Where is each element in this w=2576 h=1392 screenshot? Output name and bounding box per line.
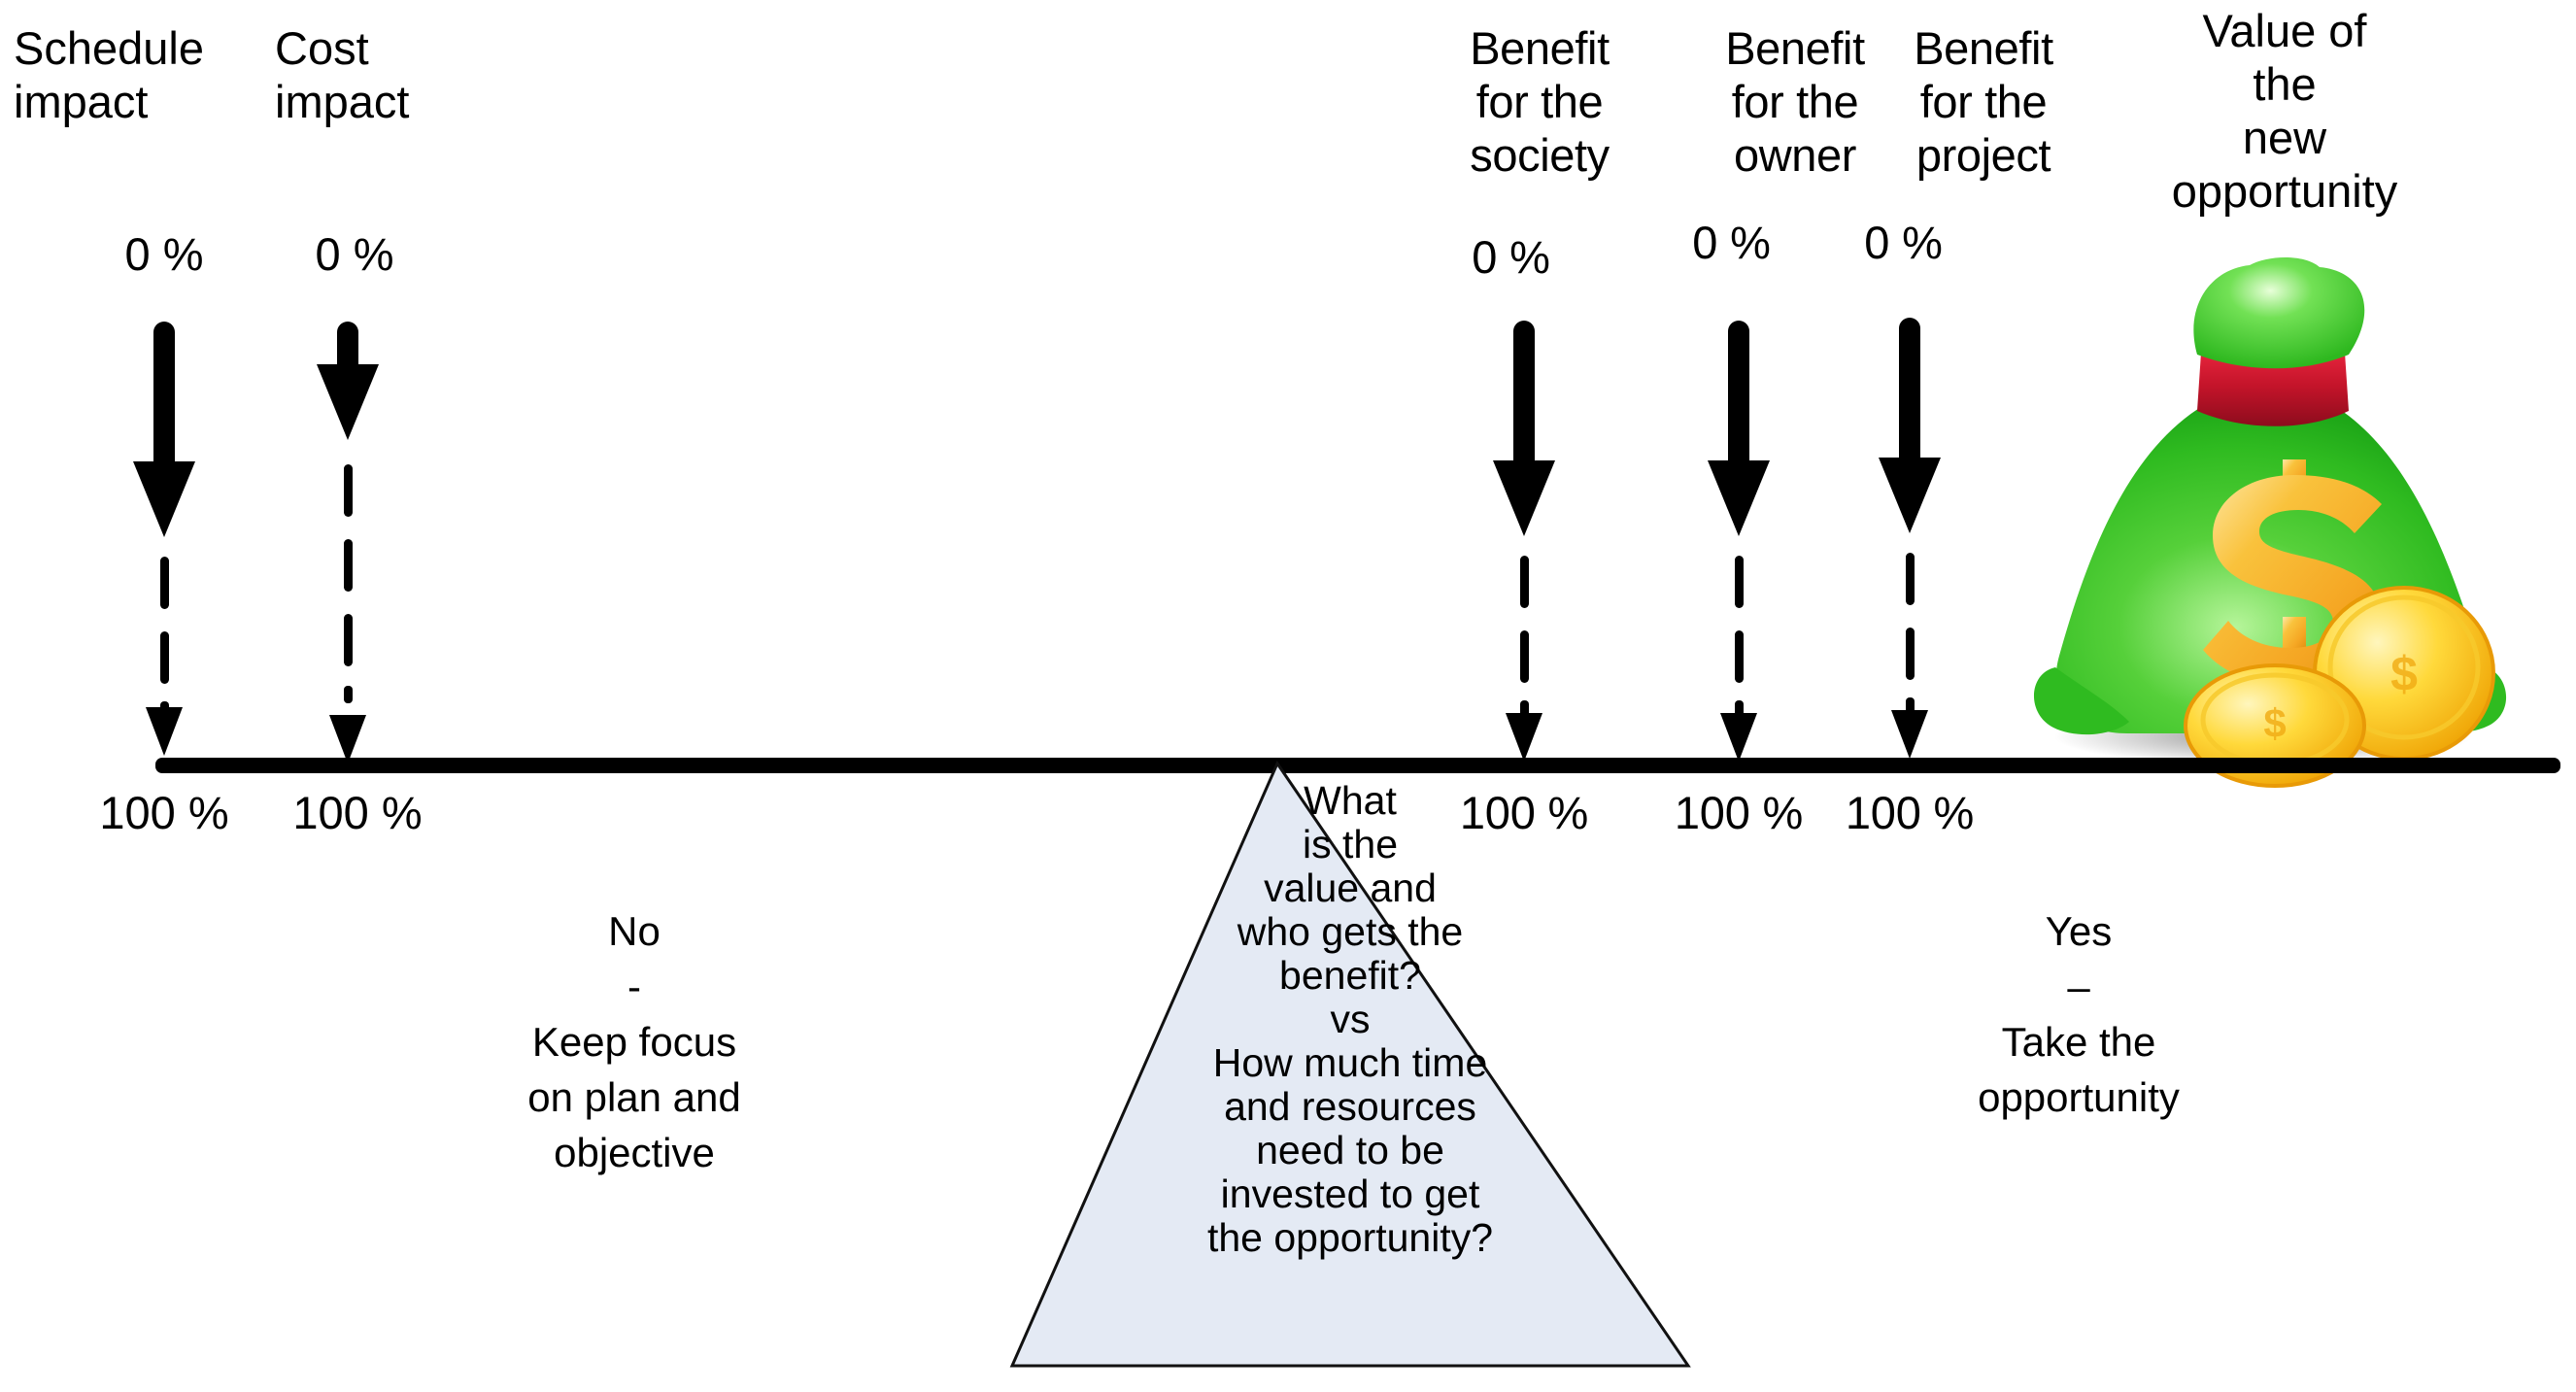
- arrow-head-icon: [317, 364, 379, 440]
- balance-beam: [155, 758, 2560, 773]
- arrow-shaft: [1513, 321, 1535, 464]
- arrow-dash: [1906, 628, 1915, 680]
- value-benefit-society-top: 0 %: [1472, 231, 1550, 283]
- arrow-nub: [1906, 697, 1915, 715]
- arrow-head-icon: [1879, 458, 1941, 533]
- label-cost-impact: Cost impact: [275, 22, 410, 127]
- value-cost-impact-top: 0 %: [315, 228, 394, 280]
- verdict-no: No - Keep focus on plan and objective: [527, 908, 741, 1175]
- arrow-shaft: [1728, 321, 1749, 464]
- value-benefit-owner-bottom: 100 %: [1674, 787, 1804, 838]
- arrow-dash: [1906, 553, 1915, 605]
- arrow-nub: [344, 686, 353, 703]
- value-benefit-owner-top: 0 %: [1692, 217, 1771, 268]
- arrow-nub: [1520, 700, 1529, 718]
- arrow-dash: [1520, 556, 1529, 608]
- svg-text:$: $: [2390, 647, 2418, 701]
- bag-foot-left: [2033, 667, 2129, 735]
- label-schedule-impact: Schedule impact: [14, 22, 204, 127]
- arrow-head-icon: [1720, 713, 1757, 762]
- value-schedule-impact-top: 0 %: [124, 228, 204, 280]
- arrow-dash: [344, 614, 353, 666]
- arrow-nub: [1735, 700, 1744, 718]
- arrow-shaft: [337, 322, 358, 367]
- arrow-shaft: [1899, 318, 1920, 461]
- value-benefit-project-bottom: 100 %: [1845, 787, 1975, 838]
- label-benefit-owner: Benefit for the owner: [1725, 22, 1865, 181]
- bag-knot: [2193, 257, 2365, 369]
- arrow-dash: [344, 539, 353, 592]
- arrow-head-icon: [1506, 713, 1542, 762]
- arrow-head-icon: [1493, 460, 1555, 536]
- value-benefit-society-bottom: 100 %: [1459, 787, 1589, 838]
- value-schedule-impact-bottom: 100 %: [99, 787, 229, 838]
- arrow-dash: [160, 557, 169, 609]
- bag-band: [2197, 353, 2349, 426]
- arrow-dash: [1735, 630, 1744, 683]
- arrow-dash: [1520, 630, 1529, 683]
- arrow-head-icon: [329, 715, 366, 764]
- arrow-shaft: [153, 322, 175, 465]
- value-benefit-project-top: 0 %: [1864, 217, 1943, 268]
- verdict-yes: Yes – Take the opportunity: [1978, 908, 2180, 1120]
- arrow-dash: [160, 631, 169, 684]
- svg-text:$: $: [2263, 700, 2286, 746]
- arrow-dash: [1735, 556, 1744, 608]
- arrow-head-icon: [1891, 710, 1928, 759]
- arrow-head-icon: [1708, 460, 1770, 536]
- arrow-head-icon: [133, 461, 195, 537]
- label-benefit-society: Benefit for the society: [1470, 22, 1610, 181]
- label-benefit-project: Benefit for the project: [1914, 22, 2053, 181]
- fulcrum-question-triangle: What is the value and who gets the benef…: [991, 758, 1710, 1372]
- money-bag-icon: $ $: [2020, 248, 2574, 792]
- arrow-dash: [344, 464, 353, 517]
- arrow-head-icon: [146, 707, 183, 756]
- fulcrum-text: What is the value and who gets the benef…: [1206, 778, 1494, 1260]
- label-value-new-opportunity: Value of the new opportunity: [2171, 5, 2398, 217]
- value-cost-impact-bottom: 100 %: [292, 787, 423, 838]
- gold-coins-icon: $ $: [2184, 586, 2495, 788]
